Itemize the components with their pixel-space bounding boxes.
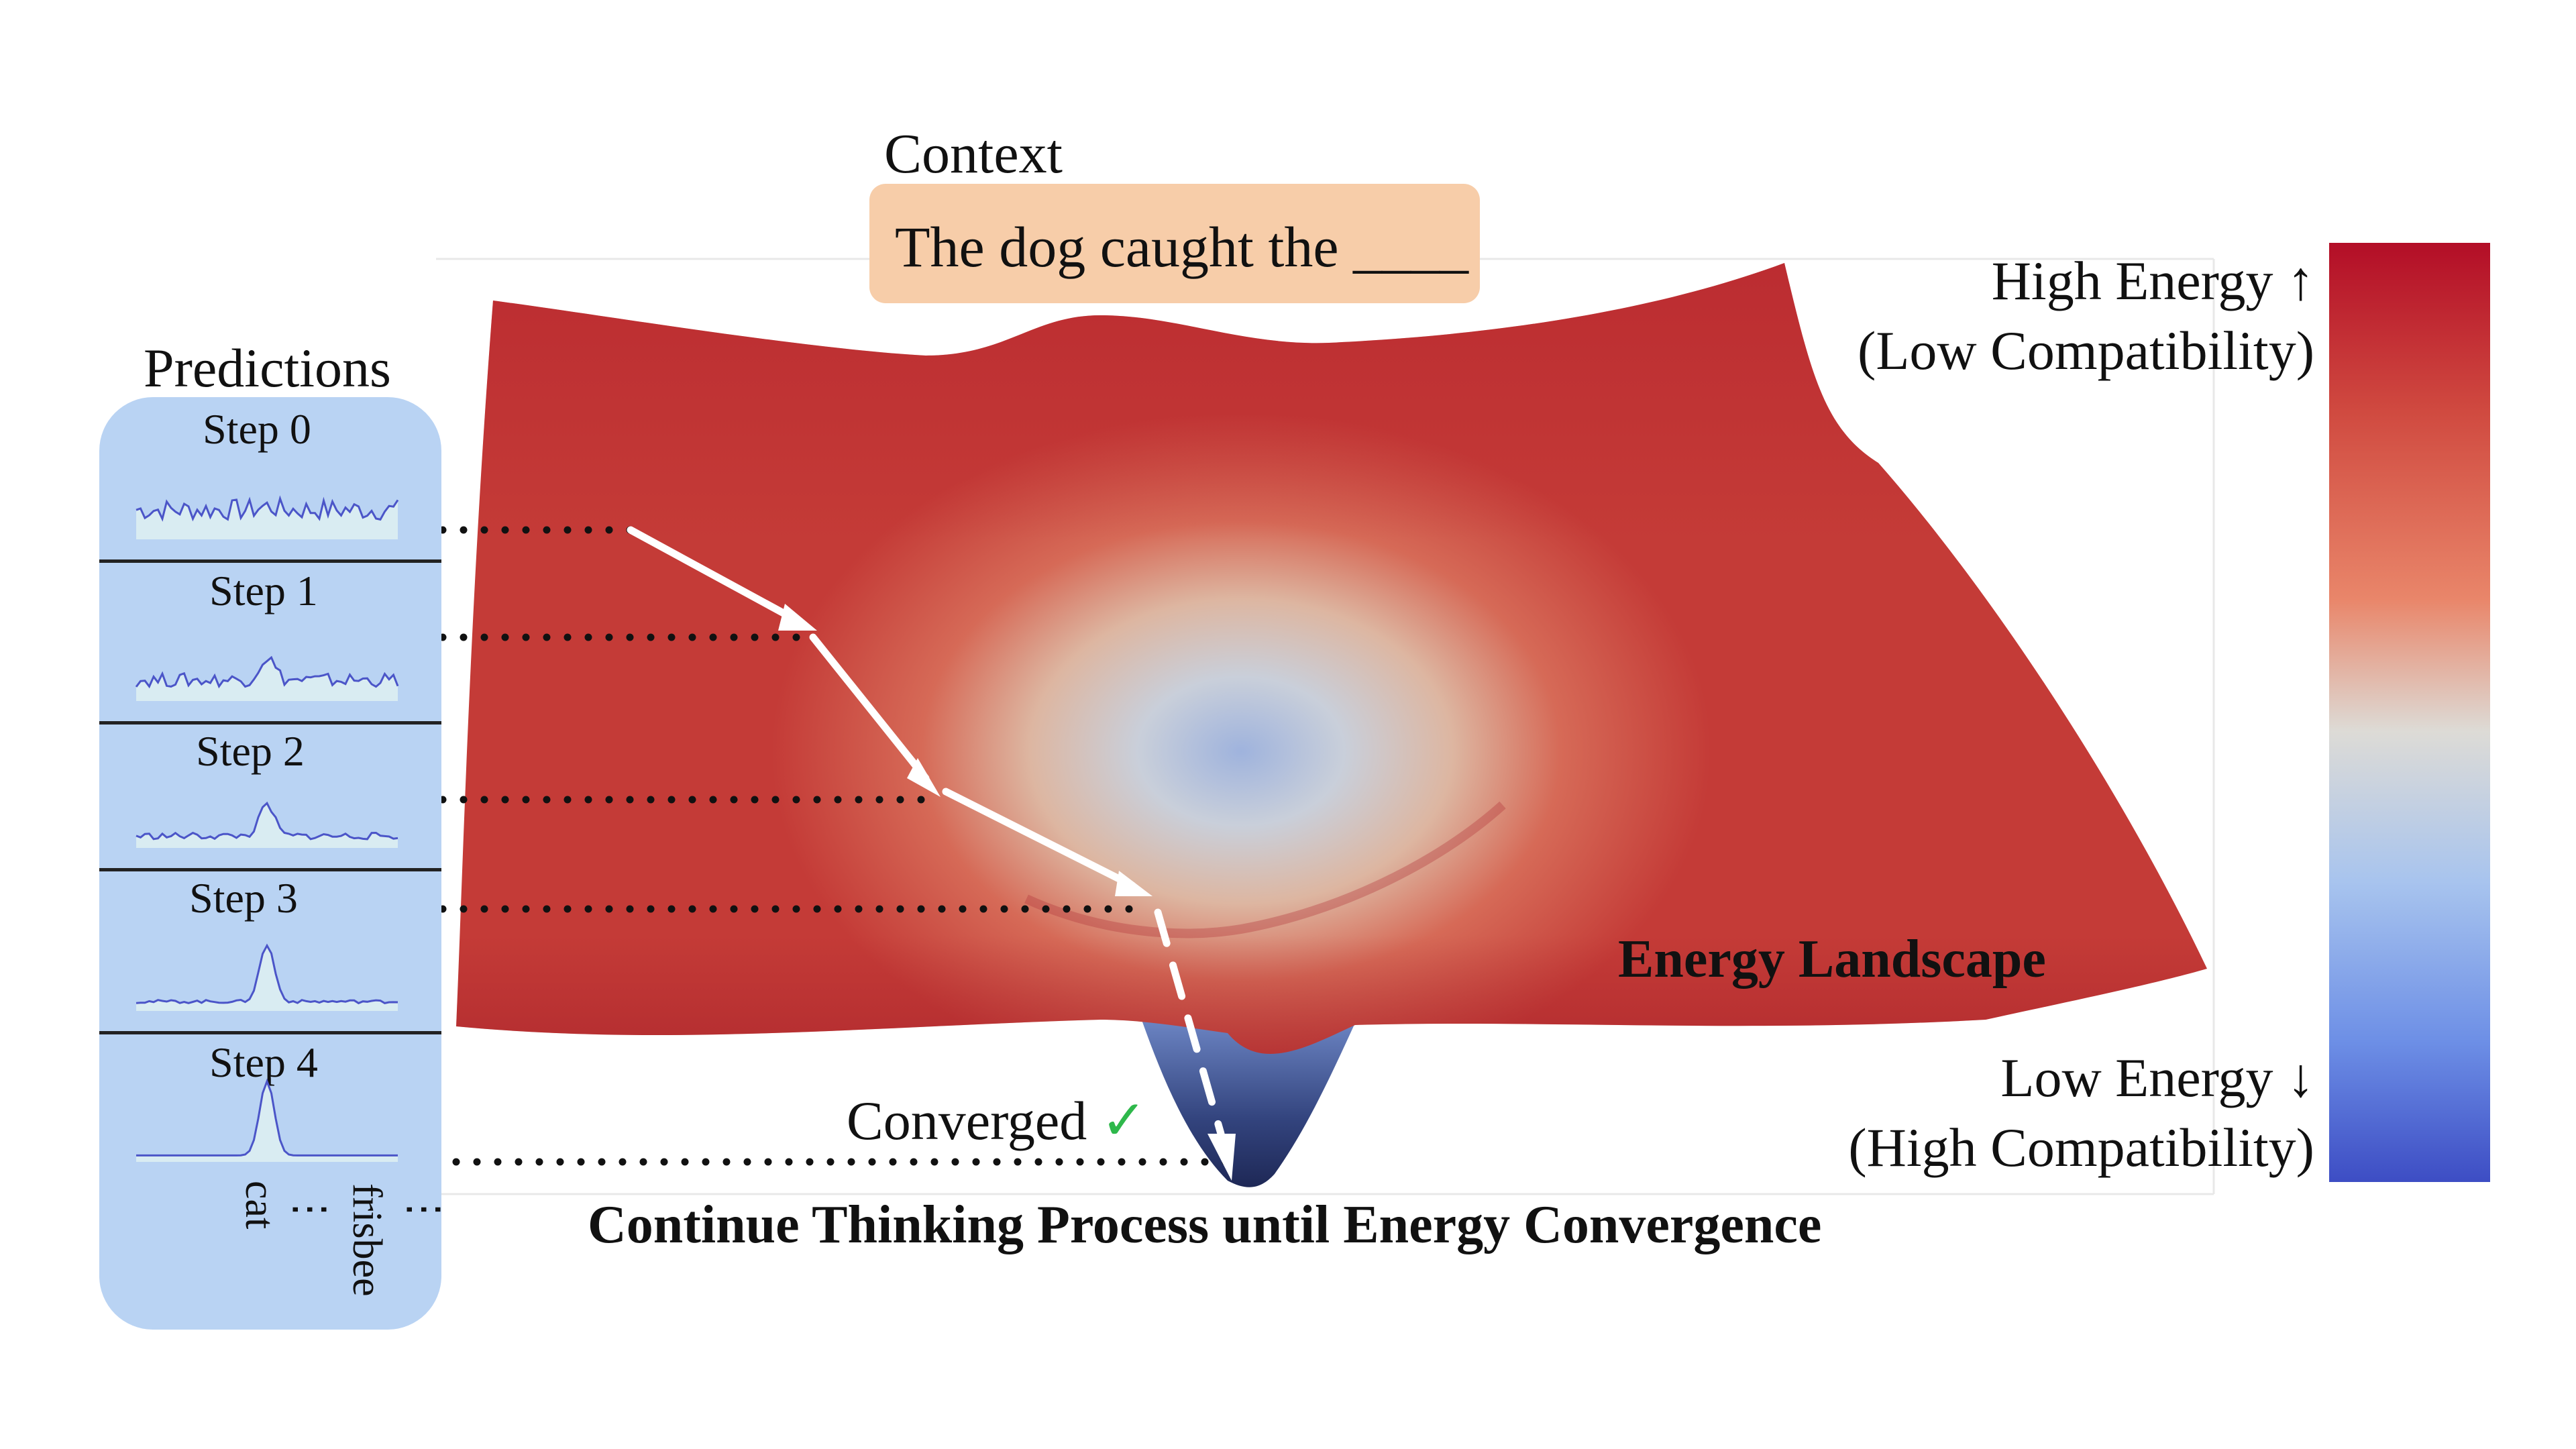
- energy-colorbar: [2329, 243, 2490, 1182]
- step-label: Step 2: [196, 727, 305, 775]
- distribution-plot: [136, 801, 398, 848]
- step-0: Step 0: [99, 397, 441, 559]
- guide-dots-step-1: [439, 633, 800, 641]
- step-label: Step 0: [203, 405, 311, 453]
- high-compatibility-label: (High Compatibility): [1848, 1117, 2314, 1178]
- distribution-line: [136, 801, 398, 841]
- distribution-plot: [136, 943, 398, 1011]
- divider: [99, 721, 441, 724]
- distribution-line: [136, 1078, 398, 1157]
- distribution-line: [135, 655, 399, 689]
- divider: [99, 559, 441, 563]
- converged-text: Converged: [847, 1090, 1087, 1151]
- distribution-area: [136, 803, 398, 848]
- token-cat: cat: [237, 1181, 282, 1230]
- context-sentence: The dog caught the ____: [895, 215, 1469, 279]
- context-box: The dog caught the ____: [869, 184, 1480, 303]
- step-label: Step 1: [209, 567, 318, 614]
- distribution-area: [136, 1081, 398, 1162]
- step-4: Step 4 cat ⋮ frisbee ⋮ ball: [99, 1034, 441, 1330]
- step-1: Step 1: [99, 563, 441, 721]
- high-energy-label: High Energy ↑: [1991, 250, 2314, 311]
- token-ellipsis-1: ⋮: [287, 1189, 333, 1230]
- distribution-line: [136, 495, 399, 522]
- distribution-plot: [136, 1078, 398, 1162]
- divider: [99, 868, 441, 871]
- step-2: Step 2: [99, 724, 441, 868]
- token-ellipsis-2: ⋮: [401, 1189, 441, 1230]
- distribution-area: [136, 945, 398, 1011]
- guide-dots-step-4: [452, 1158, 1230, 1166]
- predictions-title: Predictions: [144, 337, 391, 398]
- bottom-caption: Continue Thinking Process until Energy C…: [588, 1195, 1822, 1254]
- distribution-area: [136, 498, 398, 539]
- low-compatibility-label: (Low Compatibility): [1858, 320, 2314, 381]
- step-label: Step 4: [209, 1038, 318, 1086]
- step-label: Step 3: [189, 874, 298, 922]
- converged-label: Converged ✓: [847, 1093, 1147, 1148]
- guide-dots-step-3: [439, 905, 1133, 913]
- token-frisbee: frisbee: [344, 1183, 390, 1297]
- divider: [99, 1031, 441, 1034]
- guide-dots-step-2: [439, 796, 925, 804]
- predictions-panel: Step 0 Step 1 Step 2 Step 3 Step 4 cat ⋮…: [99, 397, 441, 1330]
- distribution-plot: [135, 655, 399, 701]
- low-energy-label: Low Energy ↓: [2000, 1047, 2314, 1108]
- check-icon: ✓: [1100, 1090, 1147, 1151]
- step-3: Step 3: [99, 871, 441, 1031]
- distribution-line: [136, 943, 398, 1005]
- context-title: Context: [884, 123, 1063, 185]
- distribution-plot: [136, 495, 399, 539]
- energy-landscape-label: Energy Landscape: [1618, 930, 2046, 989]
- distribution-area: [136, 657, 398, 701]
